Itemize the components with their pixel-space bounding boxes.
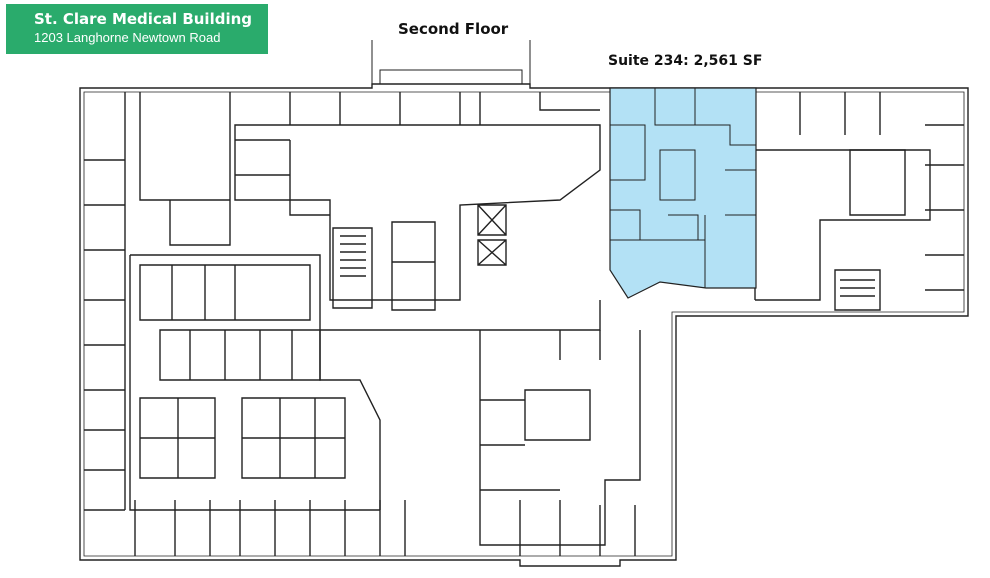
building-badge: St. Clare Medical Building 1203 Langhorn… [6,4,268,54]
lower-rooms-bottom [519,500,636,556]
building-name: St. Clare Medical Building [34,10,253,28]
suite-234-highlight [609,87,757,299]
suite-label: Suite 234: 2,561 SF [608,53,763,69]
building-outline [79,83,969,567]
entry-canopy [371,40,531,84]
corridor-upper [234,124,601,301]
building-address: 1203 Langhorne Newtown Road [34,30,221,45]
elevator-2 [477,239,507,266]
rooms-bottom [134,500,406,556]
stairwell-left [332,227,373,309]
rooms-left [84,92,126,511]
rooms-top-left [139,92,330,246]
corridor-main [129,254,601,511]
floor-label: Second Floor [398,20,509,38]
lower-center [479,330,641,546]
inner-outline [83,91,965,557]
rooms-mid [139,264,321,381]
restrooms [391,221,436,311]
rooms-top-center [289,92,600,125]
suite-234-rooms [610,88,756,288]
corridor-right [755,149,931,301]
stairwell-right [834,269,881,311]
exam-block-1 [139,397,216,479]
elevator-1 [477,204,507,236]
rooms-right [754,92,964,300]
exam-block-2 [241,397,346,479]
